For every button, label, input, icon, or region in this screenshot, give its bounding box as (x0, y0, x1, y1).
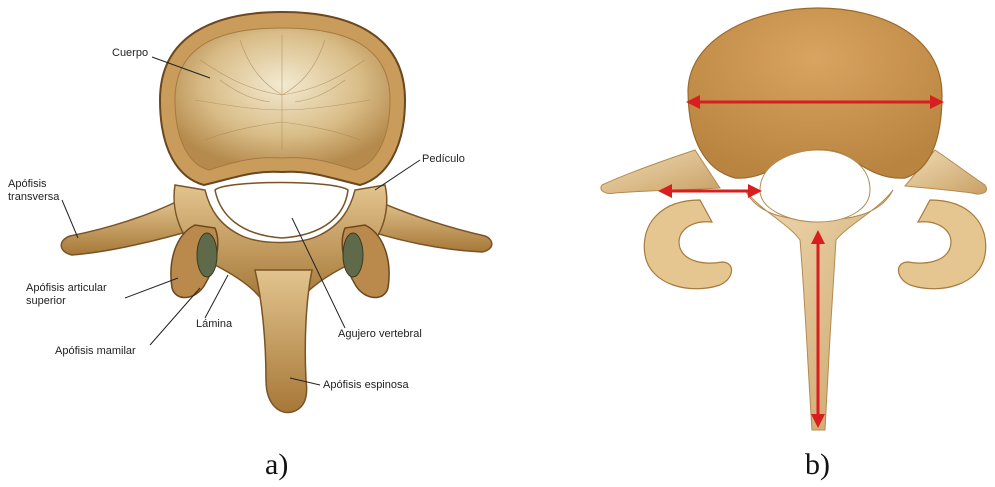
leader-transversa (62, 200, 78, 238)
label-apofisis-espinosa: Apófisis espinosa (323, 379, 409, 392)
label-apofisis-transversa-1: Apófisis (8, 178, 47, 191)
leader-lamina (205, 275, 228, 318)
transverse-process-b-left (601, 150, 720, 193)
vertebra-b (601, 8, 987, 430)
leader-articular (125, 278, 178, 298)
label-apofisis-mamilar: Apófisis mamilar (55, 345, 136, 358)
articular-process-b-right (898, 200, 985, 289)
label-apofisis-transversa-2: transversa (8, 191, 59, 204)
vertebral-body-cancellous (175, 28, 390, 170)
caption-a: a) (265, 448, 288, 482)
label-agujero-vertebral: Agujero vertebral (338, 328, 422, 341)
spinous-process-a (255, 270, 312, 413)
caption-b: b) (805, 448, 830, 482)
leader-mamilar (150, 288, 200, 345)
articular-process-b-left (644, 200, 731, 289)
label-cuerpo: Cuerpo (112, 47, 148, 60)
label-lamina: Lámina (196, 318, 232, 331)
label-articular-superior-2: superior (26, 295, 66, 308)
label-pediculo: Pedículo (422, 153, 465, 166)
label-articular-superior-1: Apófisis articular (26, 282, 107, 295)
